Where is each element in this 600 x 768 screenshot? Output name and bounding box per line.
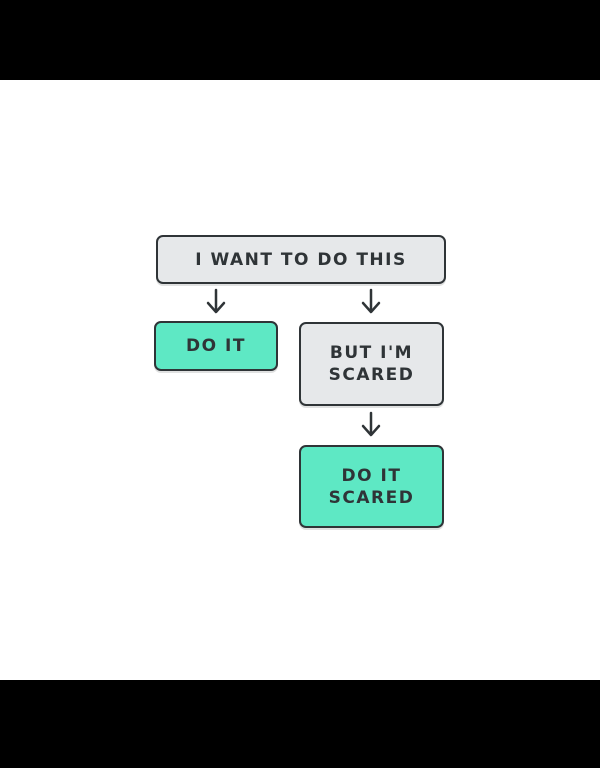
arrow-scared-to-do-it-scared <box>361 411 381 437</box>
node-do-it: DO IT <box>154 321 278 371</box>
node-label: BUT I'M SCARED <box>328 343 415 385</box>
node-label: I WANT TO DO THIS <box>195 249 407 270</box>
node-label: DO IT <box>186 336 246 356</box>
arrow-root-to-do-it <box>206 288 226 314</box>
node-but-im-scared: BUT I'M SCARED <box>299 322 444 406</box>
diagram-canvas: I WANT TO DO THIS DO IT BUT I'M SCARED D… <box>0 80 600 680</box>
node-i-want-to-do-this: I WANT TO DO THIS <box>156 235 446 284</box>
arrow-root-to-scared <box>361 288 381 314</box>
node-do-it-scared: DO IT SCARED <box>299 445 444 528</box>
letterbox-bottom <box>0 680 600 768</box>
node-label: DO IT SCARED <box>328 465 415 508</box>
letterbox-top <box>0 0 600 80</box>
